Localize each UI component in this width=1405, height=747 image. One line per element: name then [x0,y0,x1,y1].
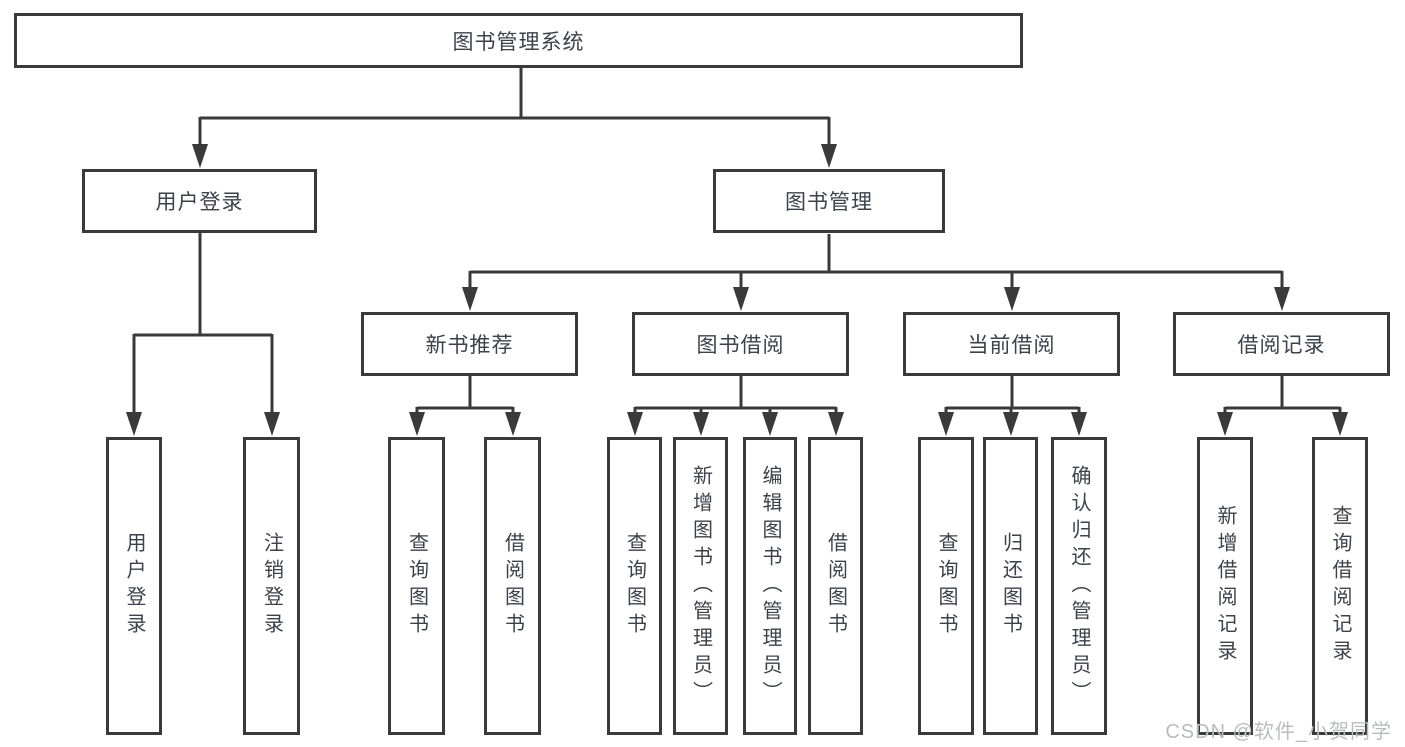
leaf-recommend-borrow-books-label: 借阅图书 [501,532,524,640]
leaf-borrow-add-books-admin: 新增图书（管理员） [673,437,728,735]
leaf-recommend-borrow-books: 借阅图书 [484,437,541,735]
leaf-recommend-query-books: 查询图书 [388,437,445,735]
leaf-current-confirm-return-admin-label: 确认归还（管理员） [1068,464,1090,708]
node-book-borrow-label: 图书借阅 [696,334,785,357]
leaf-borrow-edit-books-admin: 编辑图书（管理员） [743,437,797,735]
leaf-records-add-record-label: 新增借阅记录 [1214,505,1236,667]
leaf-current-query-books-label: 查询图书 [935,532,957,640]
leaf-borrow-query-books: 查询图书 [607,437,662,735]
leaf-logout-login-label: 注销登录 [260,532,283,640]
leaf-current-return-books: 归还图书 [983,437,1038,735]
leaf-borrow-add-books-admin-label: 新增图书（管理员） [689,464,712,708]
leaf-user-login: 用户登录 [106,437,162,735]
node-book-borrow: 图书借阅 [632,312,849,376]
node-user-login-label: 用户登录 [155,191,244,214]
node-user-login: 用户登录 [82,169,317,233]
node-root: 图书管理系统 [14,13,1023,68]
node-book-management: 图书管理 [713,169,945,233]
leaf-borrow-borrow-books-label: 借阅图书 [824,532,847,640]
leaf-borrow-query-books-label: 查询图书 [623,532,646,640]
leaf-records-query-record: 查询借阅记录 [1312,437,1368,735]
node-current-borrow: 当前借阅 [903,312,1120,376]
node-borrow-records-label: 借阅记录 [1237,334,1326,357]
leaf-records-query-record-label: 查询借阅记录 [1329,505,1351,667]
node-borrow-records: 借阅记录 [1173,312,1390,376]
node-root-label: 图书管理系统 [452,30,585,54]
node-new-book-recommend-label: 新书推荐 [425,334,514,357]
leaf-current-confirm-return-admin: 确认归还（管理员） [1051,437,1107,735]
node-current-borrow-label: 当前借阅 [967,334,1056,357]
leaf-logout-login: 注销登录 [243,437,300,735]
node-book-management-label: 图书管理 [785,191,873,214]
leaf-current-query-books: 查询图书 [918,437,974,735]
leaf-borrow-borrow-books: 借阅图书 [808,437,863,735]
leaf-current-return-books-label: 归还图书 [999,532,1022,640]
node-new-book-recommend: 新书推荐 [361,312,578,376]
leaf-borrow-edit-books-admin-label: 编辑图书（管理员） [759,464,781,708]
leaf-recommend-query-books-label: 查询图书 [405,532,428,640]
leaf-user-login-label: 用户登录 [123,532,145,640]
leaf-records-add-record: 新增借阅记录 [1197,437,1253,735]
csdn-watermark: CSDN @软件_小贺同学 [1165,721,1392,743]
